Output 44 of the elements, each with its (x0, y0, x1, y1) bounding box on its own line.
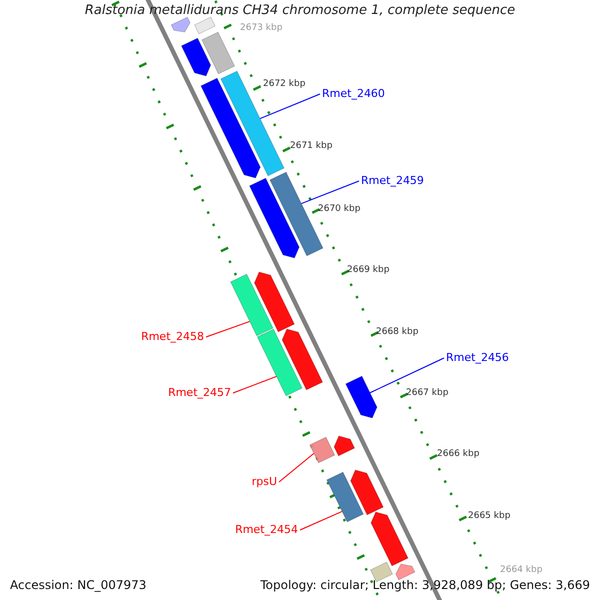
gene-feature (309, 436, 336, 464)
leader-line (300, 510, 343, 530)
scale-label: 2666 kbp (437, 450, 480, 459)
accession-text: Accession: NC_007973 (10, 579, 146, 591)
gene-label: Rmet_2457 (168, 387, 231, 398)
gene-label: Rmet_2460 (322, 88, 385, 99)
topology-text: Topology: circular; Length: 3,928,089 bp; Genes: 3,669 (260, 579, 590, 591)
gene-feature (249, 178, 300, 258)
gene-feature (334, 436, 355, 456)
gene-feature (220, 70, 284, 176)
gene-feature (350, 470, 384, 516)
gene-label: Rmet_2459 (361, 175, 424, 186)
gene-feature (202, 32, 235, 74)
gene-feature (170, 16, 190, 32)
gene-feature (282, 328, 323, 390)
gene-feature (395, 564, 416, 580)
gene-label: rpsU (252, 476, 277, 487)
scale-label: 2672 kbp (263, 80, 306, 89)
gene-feature (370, 512, 408, 566)
gene-feature (254, 272, 295, 332)
scale-label: 2667 kbp (406, 389, 448, 398)
leader-line (260, 94, 320, 120)
scale-label: 2664 kbp (500, 566, 542, 575)
gene-feature (200, 78, 261, 178)
gene-feature (256, 328, 302, 396)
scale-label: 2670 kbp (318, 205, 360, 214)
leader-line (300, 180, 360, 204)
gene-feature (181, 38, 212, 76)
gene-feature (230, 274, 274, 336)
scale-label: 2665 kbp (468, 512, 510, 521)
gene-feature (345, 376, 378, 418)
scale-label: 2671 kbp (290, 142, 332, 151)
gene-label: Rmet_2456 (446, 352, 509, 363)
leader-line (278, 452, 314, 482)
leader-line (206, 320, 250, 338)
leader-line (232, 376, 277, 394)
leader-line (370, 358, 444, 394)
scale-label: 2673 kbp (240, 24, 282, 33)
scale-label: 2669 kbp (347, 266, 390, 275)
scale-label: 2668 kbp (376, 328, 418, 337)
gene-feature (326, 472, 364, 522)
gene-label: Rmet_2454 (235, 524, 298, 535)
gene-label: Rmet_2458 (141, 331, 204, 342)
gene-feature (194, 16, 216, 34)
